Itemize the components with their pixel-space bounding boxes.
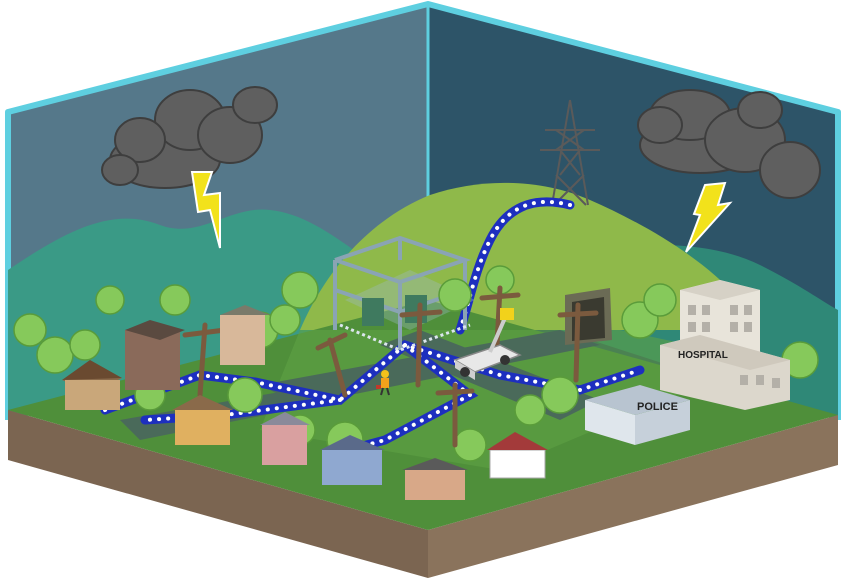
utility-pole: [557, 302, 599, 383]
house: [220, 305, 270, 365]
utility-poles: [182, 285, 599, 448]
storm-cloud-icon: [101, 86, 278, 189]
house: [172, 395, 233, 445]
storm-cloud-right: [637, 89, 821, 253]
soil-block: [8, 410, 838, 578]
utility-pole: [399, 302, 443, 388]
lightning-bolt-icon: [685, 181, 733, 253]
apartment-building: [125, 320, 185, 390]
utility-pole: [435, 382, 475, 448]
far-hill-left: [8, 209, 428, 420]
police-label: POLICE: [637, 401, 678, 413]
power-line-dots: [103, 199, 642, 457]
house: [320, 435, 385, 485]
house: [487, 432, 548, 479]
hospital: HOSPITAL: [660, 280, 790, 410]
bucket-truck-icon: [453, 308, 522, 380]
utility-worker-icon: [376, 370, 390, 396]
soil-right-face: [428, 415, 838, 578]
utility-pole-broken: [315, 332, 348, 398]
utility-pole: [182, 322, 228, 398]
house: [260, 412, 310, 465]
house: [402, 458, 468, 500]
house: [62, 360, 122, 410]
hospital-windows: [688, 305, 780, 388]
storm-cloud-left: [101, 86, 278, 249]
hospital-label: HOSPITAL: [678, 350, 728, 361]
houses: [62, 305, 548, 500]
transmission-tower-icon: [540, 99, 600, 206]
police-station: POLICE: [585, 385, 690, 445]
storm-cloud-icon: [637, 89, 821, 199]
soil-left-face: [8, 410, 428, 578]
lightning-bolt-icon: [190, 171, 221, 249]
